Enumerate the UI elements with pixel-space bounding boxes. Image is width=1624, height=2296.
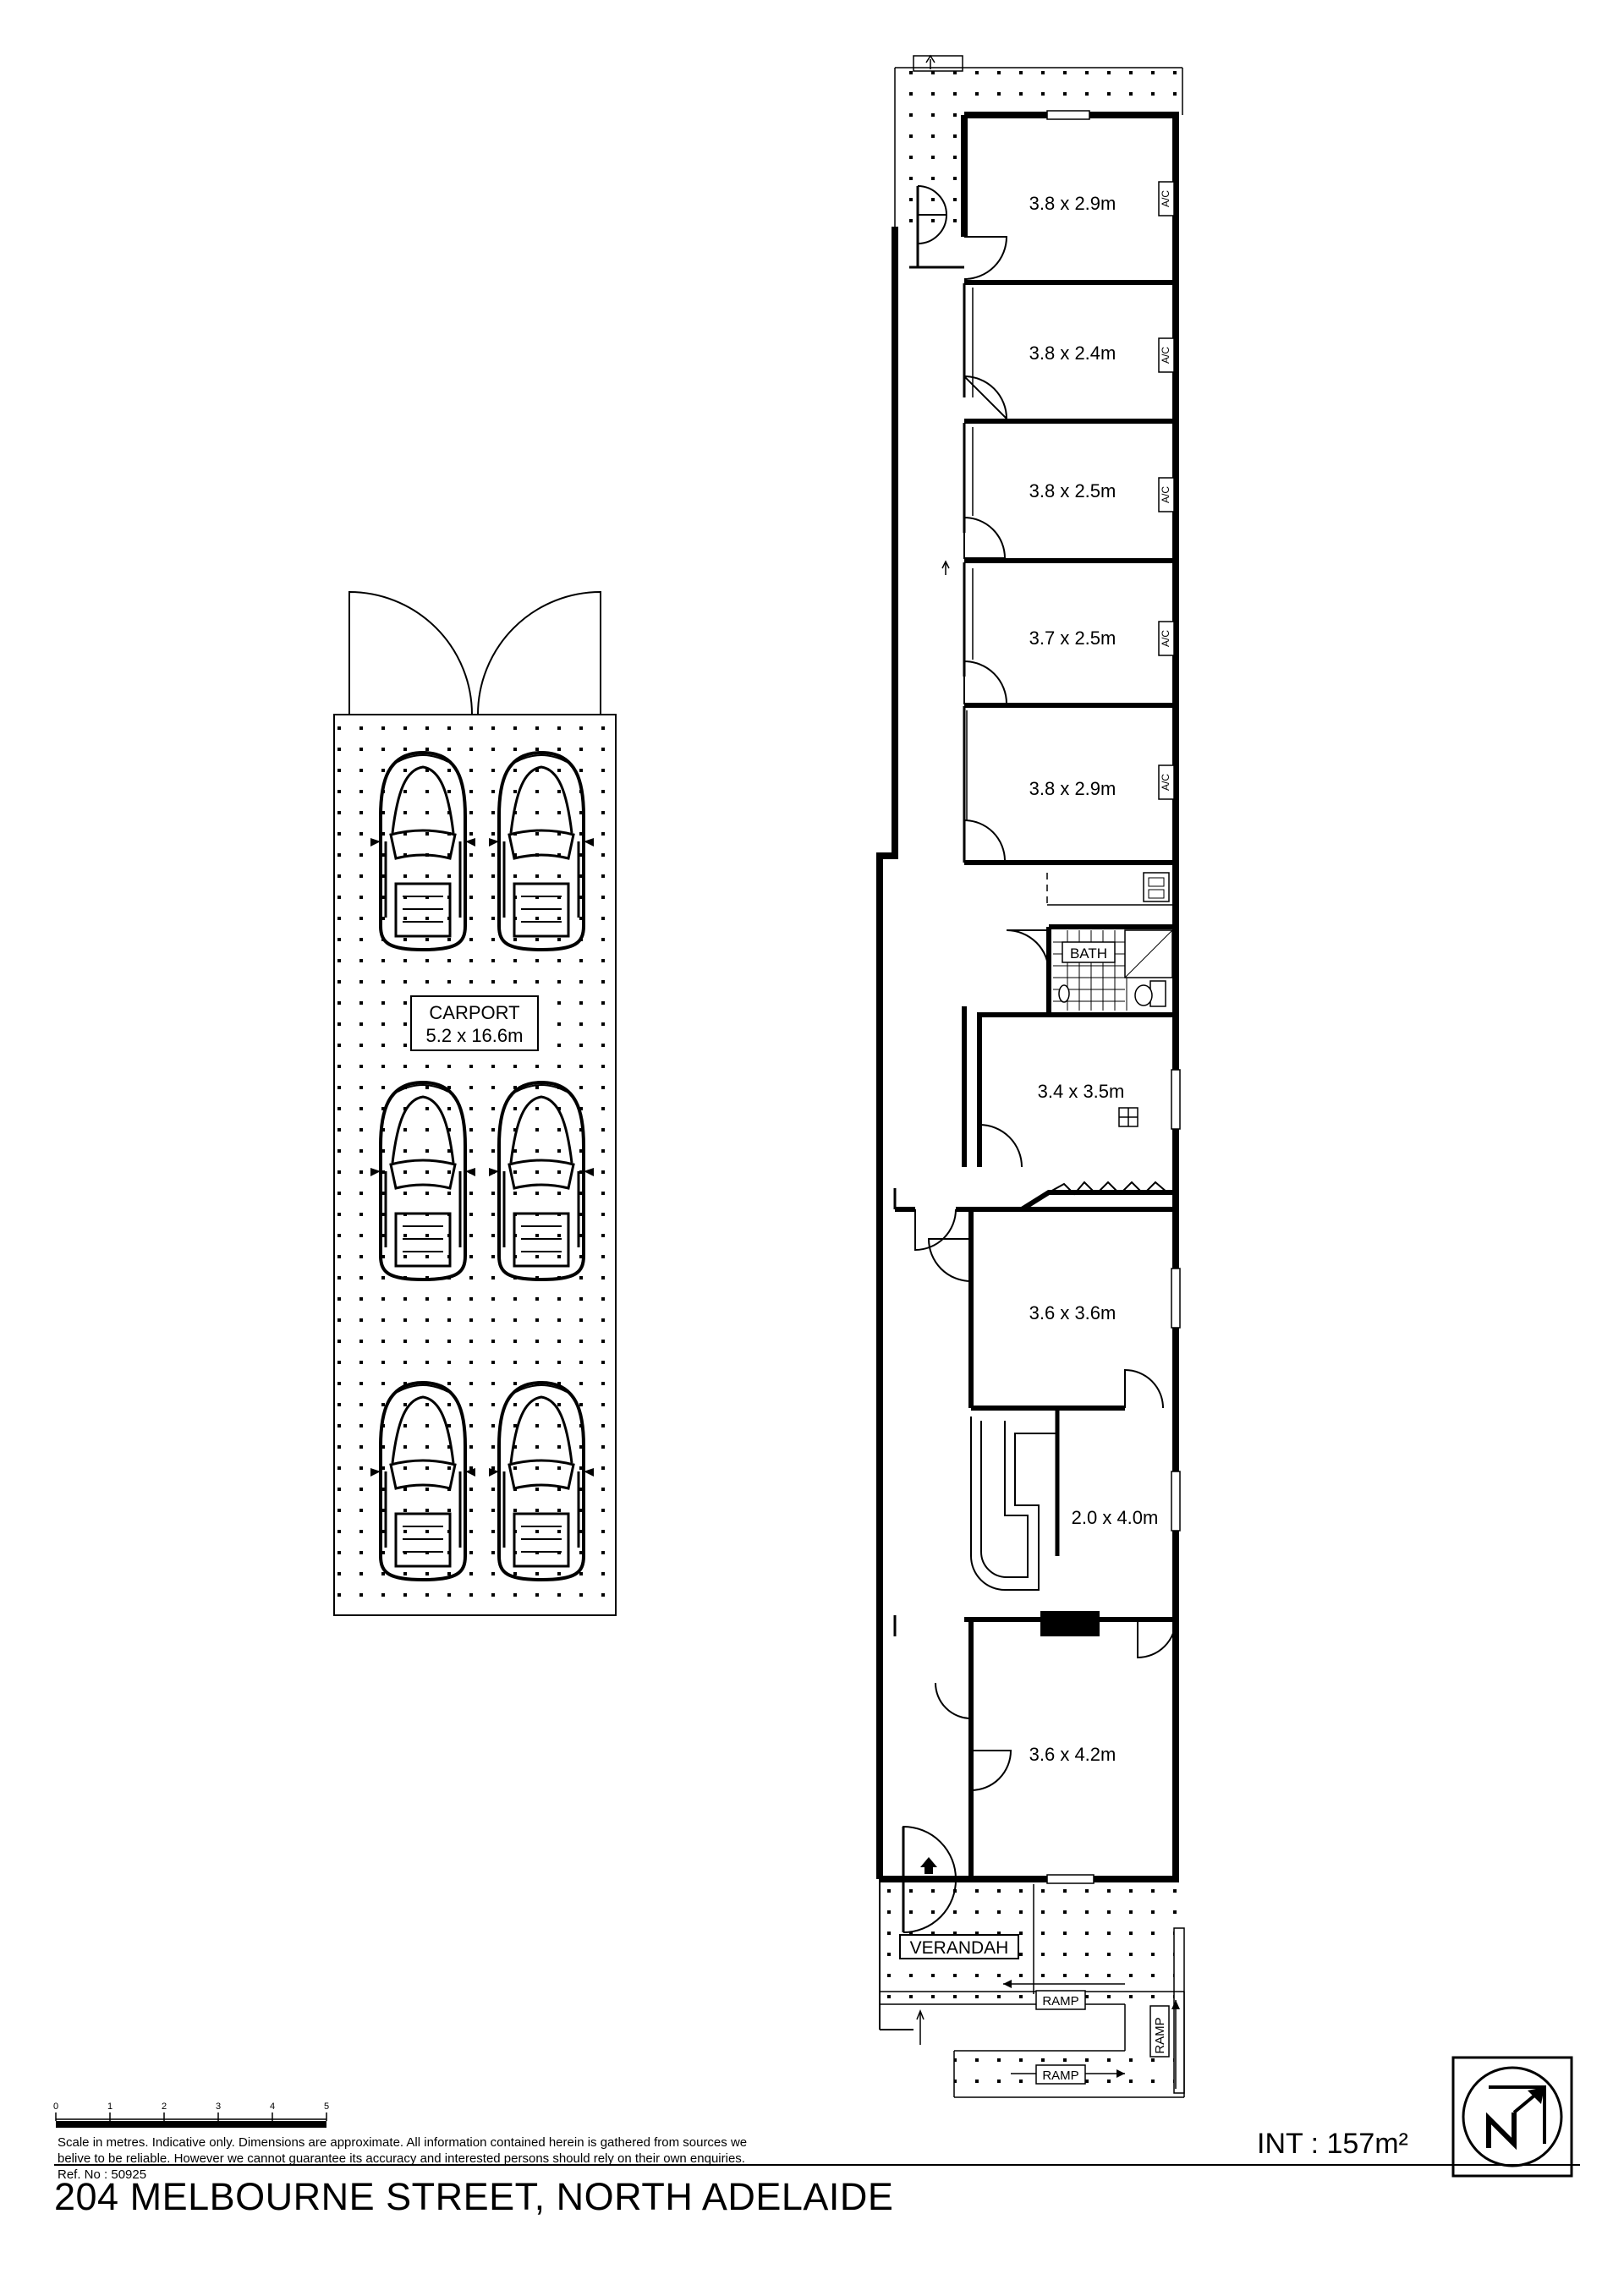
ramp-label-3: RAMP <box>1153 2017 1167 2053</box>
scale-tick: 3 <box>216 2101 221 2112</box>
ramp-label-1: RAMP <box>1042 1994 1078 2008</box>
disclaimer-line: Ref. No : 50925 <box>58 2167 147 2182</box>
carport-size: 5.2 x 16.6m <box>426 1025 524 1046</box>
svg-text:A/C: A/C <box>1160 347 1171 364</box>
area-label: INT : <box>1257 2128 1320 2160</box>
room-label: 3.8 x 2.9m <box>1029 193 1116 214</box>
ac-unit: A/C <box>1158 337 1175 373</box>
house: A/C A/C A/C A/C A/C BATH <box>876 54 1185 2098</box>
scale-bar: 0 1 2 3 4 5 <box>53 2101 329 2128</box>
room-label: 3.6 x 3.6m <box>1029 1302 1116 1323</box>
svg-text:A/C: A/C <box>1160 190 1171 207</box>
disclaimer-line: belive to be reliable. However we cannot… <box>58 2151 745 2166</box>
room-label: 3.4 x 3.5m <box>1038 1081 1125 1102</box>
room-label: 3.8 x 2.5m <box>1029 480 1116 501</box>
scale-tick: 2 <box>162 2101 167 2112</box>
room-label: 3.7 x 2.5m <box>1029 627 1116 649</box>
disclaimer-line: Scale in metres. Indicative only. Dimens… <box>58 2135 748 2150</box>
svg-text:A/C: A/C <box>1160 486 1171 503</box>
scale-tick: 5 <box>324 2101 329 2112</box>
bath-label: BATH <box>1070 945 1107 962</box>
scale-tick: 1 <box>107 2101 112 2112</box>
area-value: 157m² <box>1326 2128 1408 2160</box>
svg-text:A/C: A/C <box>1160 630 1171 647</box>
ac-unit: A/C <box>1158 181 1175 216</box>
room-label: 2.0 x 4.0m <box>1072 1507 1159 1528</box>
scale-tick: 0 <box>53 2101 58 2112</box>
internal-area: INT : 157m² <box>1257 2128 1408 2161</box>
page-title: 204 MELBOURNE STREET, NORTH ADELAIDE <box>54 2175 894 2218</box>
svg-text:A/C: A/C <box>1160 774 1171 791</box>
disclaimer: Scale in metres. Indicative only. Dimens… <box>58 2134 853 2183</box>
ac-unit: A/C <box>1158 621 1175 656</box>
carport-name: CARPORT <box>429 1002 519 1023</box>
room-label: 3.8 x 2.9m <box>1029 778 1116 799</box>
carport: CARPORT 5.2 x 16.6m <box>333 590 617 1616</box>
scale-tick: 4 <box>270 2101 275 2112</box>
room-label: 3.6 x 4.2m <box>1029 1744 1116 1765</box>
north-compass-icon <box>1451 2056 1573 2178</box>
verandah-label: VERANDAH <box>910 1938 1009 1958</box>
room-label: 3.8 x 2.4m <box>1029 342 1116 364</box>
ac-unit: A/C <box>1158 477 1175 512</box>
ac-unit: A/C <box>1158 764 1175 800</box>
ramp-label-2: RAMP <box>1042 2069 1078 2083</box>
